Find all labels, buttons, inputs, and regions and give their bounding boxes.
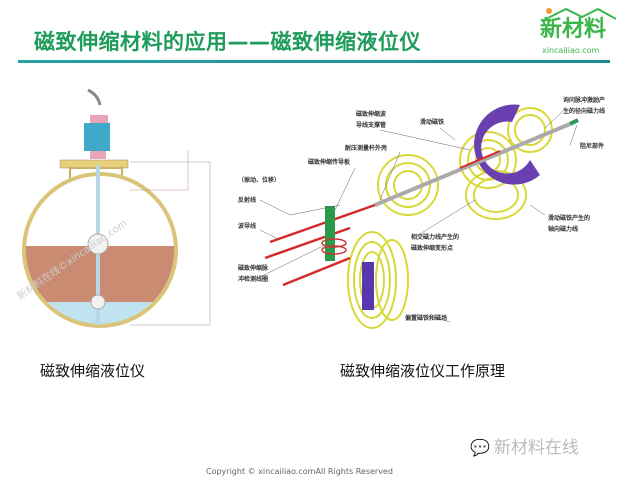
label-bias-magnet: 偏置磁铁和磁场 [405,314,447,322]
logo-url: xincailiao.com [542,46,600,55]
label-damper: 阻尼部件 [580,142,604,150]
label-support-tube-2: 导线支撑管 [356,121,386,129]
label-sliding-magnet: 滑动磁铁 [420,118,444,126]
bias-magnet [362,262,374,310]
slide-title: 磁致伸缩材料的应用——磁致伸缩液位仪 [34,30,421,54]
label-coil-2: 冲检测线圈 [238,275,268,283]
logo-roof-icon [545,7,617,20]
sliding-magnet [474,104,540,185]
label-reflection-line: 反射线 [238,196,256,204]
wechat-watermark: 💬新材料在线 [470,433,579,458]
logo-text: 新材料 [540,17,607,42]
label-conduction-plate: 磁致伸缩传导板 [308,158,351,166]
label-waveguide: 波导线 [238,222,256,230]
watermark-text: 新材料在线 [493,438,579,458]
wechat-icon: 💬 [470,438,490,457]
right-caption: 磁致伸缩液位仪工作原理 [340,362,506,380]
label-axial-1: 滑动磁铁产生的 [548,214,590,222]
label-axial-2: 轴向磁力线 [548,225,578,233]
label-radial-2: 生的径向磁力线 [563,107,605,115]
label-vibration: （振动、位移） [238,176,280,184]
label-housing: 耐压测量杆外壳 [345,144,387,152]
conduction-plate [325,206,335,261]
label-coil-1: 磁致伸缩脉 [238,264,269,272]
label-radial-1: 询问脉冲激励产 [563,96,605,104]
left-caption: 磁致伸缩液位仪 [40,362,146,380]
brand-logo: 新材料 xincailiao.com [540,6,630,60]
label-deform-1: 相交磁力线产生的 [411,233,459,241]
tank-diagram: 新材料在线©xincailiao.com [14,88,211,328]
label-deform-2: 磁致伸缩变形点 [411,244,453,252]
title-underline [18,60,610,63]
label-support-tube-1: 磁致伸缩波 [356,110,387,118]
copyright: Copyright © xincailiao.comAll Rights Res… [206,467,393,476]
principle-diagram: 磁致伸缩波 导线支撑管 滑动磁铁 耐压测量杆外壳 磁致伸缩传导板 （振动、位移）… [238,96,605,329]
